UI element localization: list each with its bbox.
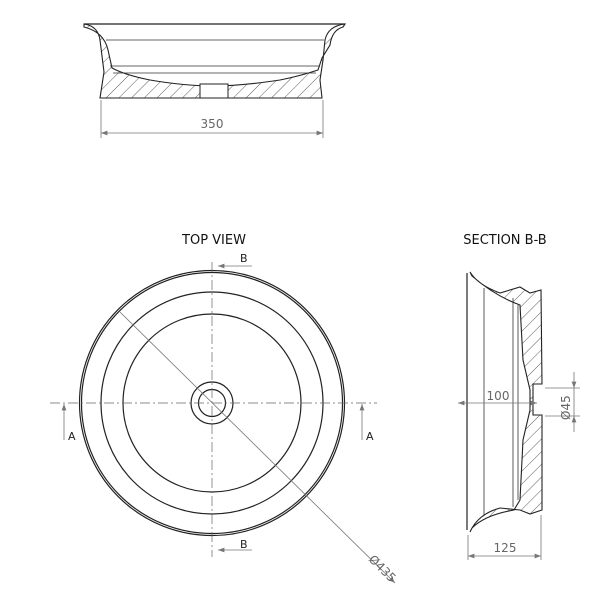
- section-bb-hatch: [469, 271, 543, 533]
- front-section-view: 350: [83, 23, 347, 138]
- drain-diameter-dimension: Ø45: [559, 395, 573, 420]
- diameter-leader: [119, 311, 396, 584]
- section-b-marker-top: B: [240, 252, 248, 265]
- basin-section-hatch: [83, 23, 347, 99]
- top-view-title: TOP VIEW: [181, 233, 246, 248]
- section-bb-view: SECTION B-B 100 Ø45 125: [458, 233, 580, 560]
- depth-dimension: 100: [487, 389, 510, 403]
- diameter-dimension: Ø435: [366, 552, 399, 585]
- section-bb-title: SECTION B-B: [463, 233, 546, 248]
- top-view: TOP VIEW Ø435 B B A A: [50, 233, 399, 585]
- section-b-marker-bottom: B: [240, 538, 248, 551]
- drain-opening: [199, 83, 229, 99]
- height-dimension: 125: [494, 541, 517, 555]
- section-a-marker-left: A: [68, 430, 76, 443]
- section-a-marker-right: A: [366, 430, 374, 443]
- width-dimension: 350: [201, 117, 224, 131]
